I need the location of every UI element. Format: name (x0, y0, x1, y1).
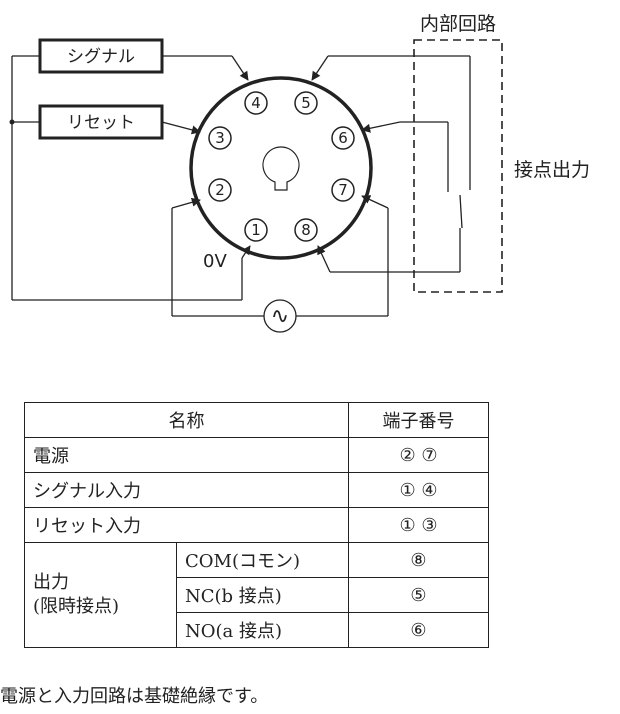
svg-text:2: 2 (215, 181, 225, 199)
junction-dot (9, 119, 15, 125)
terminal-1: 1 (244, 218, 268, 242)
row-com-terminal: ⑧ (348, 542, 489, 578)
header-terminal: 端子番号 (348, 402, 489, 438)
header-name: 名称 (24, 402, 349, 438)
row-reset-name: リセット入力 (24, 507, 349, 543)
svg-text:1: 1 (251, 221, 261, 239)
svg-text:6: 6 (338, 129, 348, 147)
svg-text:4: 4 (251, 94, 261, 112)
table-row: シグナル入力 ① ④ (24, 472, 489, 508)
svg-text:7: 7 (338, 181, 348, 199)
terminal-7: 7 (331, 178, 355, 202)
table-row: リセット入力 ① ③ (24, 507, 489, 543)
ac-source-circle (263, 299, 297, 333)
zero-v-label: 0V (203, 251, 227, 272)
socket-outline (189, 76, 373, 260)
row-power-name: 電源 (24, 437, 349, 473)
terminal-4: 4 (244, 91, 268, 115)
footnote: 電源と入力回路は基礎絶縁です。 (0, 686, 269, 707)
row-power-terminal: ② ⑦ (348, 437, 489, 473)
table-row: 電源 ② ⑦ (24, 437, 489, 473)
row-nc-name: NC(b 接点) (176, 577, 349, 613)
contact-output-label: 接点出力 (514, 159, 590, 181)
t5-to-terminal (311, 55, 329, 81)
table-row: 出力 (限時接点) COM(コモン) ⑧ (24, 542, 489, 648)
contact-blade (459, 194, 463, 229)
wiring-diagram: シグナル リセット 内部回路 接点出力 0V ∿ 4 5 3 6 2 7 1 8 (9, 13, 590, 333)
output-label-line1: 出力 (33, 572, 69, 593)
svg-text:8: 8 (301, 221, 311, 239)
row-com-name: COM(コモン) (176, 542, 349, 578)
ac-symbol: ∿ (271, 304, 289, 329)
signal-box-label: シグナル (67, 47, 135, 67)
power-wire-t2-b (171, 197, 201, 209)
reset-wire-to-t3 (161, 121, 201, 135)
table-header-row: 名称 端子番号 (24, 402, 489, 438)
signal-box (38, 38, 164, 74)
signal-wire-to-t4 (231, 55, 249, 81)
reset-box (38, 104, 164, 140)
table-row: NC(b 接点) ⑤ (25, 577, 489, 613)
svg-text:5: 5 (301, 94, 311, 112)
row-reset-terminal: ① ③ (348, 507, 489, 543)
terminal-3: 3 (208, 126, 232, 150)
internal-circuit-box (413, 39, 503, 293)
terminal-8: 8 (294, 218, 318, 242)
svg-text:3: 3 (215, 129, 225, 147)
terminal-2: 2 (208, 178, 232, 202)
terminal-5: 5 (294, 91, 318, 115)
terminal-table: 名称 端子番号 電源 ② ⑦ シグナル入力 ① ④ リセット入力 ① ③ 出力 … (24, 402, 489, 648)
reset-box-label: リセット (67, 113, 135, 133)
table-row: NO(a 接点) ⑥ (25, 612, 489, 648)
row-no-terminal: ⑥ (348, 612, 489, 648)
t6-wire-a (361, 121, 401, 133)
row-output-name: 出力 (限時接点) (24, 542, 177, 648)
row-signal-terminal: ① ④ (348, 472, 489, 508)
row-nc-terminal: ⑤ (348, 577, 489, 613)
socket-key (262, 146, 300, 191)
row-no-name: NO(a 接点) (176, 612, 349, 648)
row-signal-name: シグナル入力 (24, 472, 349, 508)
output-label-line2: (限時接点) (33, 596, 120, 617)
internal-circuit-label: 内部回路 (420, 13, 496, 35)
terminal-6: 6 (331, 126, 355, 150)
